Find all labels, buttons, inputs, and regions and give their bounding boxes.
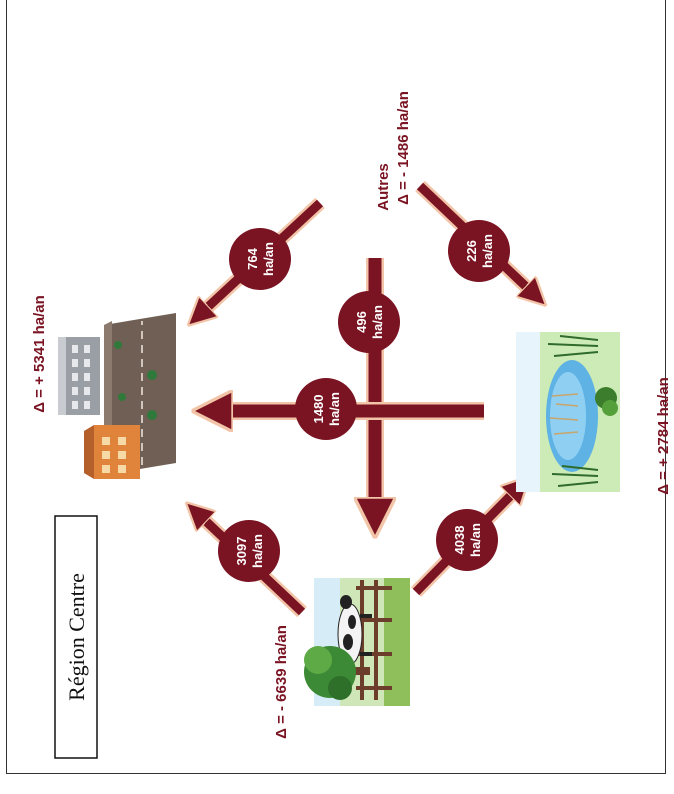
bubble-value: 4038 [452, 526, 467, 555]
delta-wetland: Δ = + 2784 ha/an [655, 377, 672, 495]
delta-others: Δ = - 1486 ha/an [395, 91, 412, 205]
pond-icon [516, 332, 620, 492]
bubble-wetland-to-urban: 1480 ha/an [295, 378, 357, 440]
bubble-unit: ha/an [370, 305, 385, 339]
bubble-unit: ha/an [261, 242, 276, 276]
delta-urban: Δ = + 5341 ha/an [31, 295, 48, 413]
bubble-unit: ha/an [480, 234, 495, 268]
bubble-farmland-to-urban: 3097 ha/an [218, 520, 280, 582]
bubble-others-to-urban: 764 ha/an [229, 228, 291, 290]
bubble-others-to-farmland: 496 ha/an [338, 291, 400, 353]
bubble-unit: ha/an [250, 534, 265, 568]
region-label: Région Centre [64, 573, 89, 701]
diagram-frame [6, 0, 666, 774]
bubble-unit: ha/an [468, 523, 483, 557]
bubble-farmland-to-wetland: 4038 ha/an [436, 509, 498, 571]
bubble-value: 226 [464, 240, 479, 262]
tree-icon [304, 646, 370, 700]
bubble-value: 3097 [234, 537, 249, 566]
bubble-unit: ha/an [327, 392, 342, 426]
bubble-value: 764 [245, 247, 260, 269]
bubble-value: 1480 [311, 395, 326, 424]
flow-bubbles: 764 ha/an 226 ha/an 496 ha/an 1480 ha/an… [218, 220, 510, 582]
bubble-others-to-wetland: 226 ha/an [448, 220, 510, 282]
delta-farmland: Δ = - 6639 ha/an [273, 625, 290, 739]
buildings-icon [58, 313, 176, 479]
bubble-value: 496 [354, 311, 369, 333]
region-label-box: Région Centre [54, 515, 98, 759]
others-title: Autres [375, 163, 392, 211]
